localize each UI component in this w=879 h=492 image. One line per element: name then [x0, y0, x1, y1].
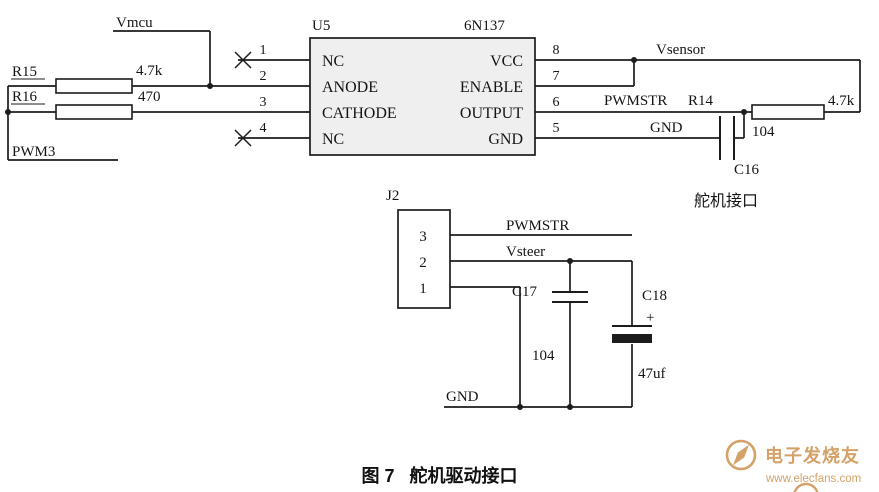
resistor-r15-body [55, 78, 133, 94]
u5-pin6-name: OUTPUT [460, 105, 523, 122]
u5-part-number: 6N137 [464, 18, 505, 34]
capacitor-c18-symbol [612, 325, 652, 343]
net-label-vsensor: Vsensor [656, 42, 705, 58]
u5-refdes: U5 [312, 18, 330, 34]
watermark: 电子发烧友 www.elecfans.com [722, 436, 862, 492]
no-connect-x-pin1 [234, 51, 252, 69]
u5-pin4-number: 4 [260, 121, 267, 136]
u5-pin6-number: 6 [553, 95, 560, 110]
r16-refdes: R16 [12, 89, 38, 105]
capacitor-c16-symbol [719, 116, 735, 160]
u5-pin8-name: VCC [490, 53, 523, 70]
u5-pin5-name: GND [488, 131, 523, 148]
compass-logo-icon [725, 439, 757, 471]
c18-refdes: C18 [642, 288, 667, 304]
net-label-vmcu: Vmcu [116, 15, 153, 31]
net-label-pwm3: PWM3 [12, 144, 55, 160]
resistor-r16-body [55, 104, 133, 120]
connector-j2-body [397, 209, 451, 309]
compass-logo-partial-icon [793, 482, 819, 492]
net-label-pwmstr-j2: PWMSTR [506, 218, 569, 234]
c16-refdes: C16 [734, 162, 760, 178]
u5-pin3-number: 3 [260, 95, 267, 110]
junction-dots [5, 57, 747, 410]
c18-polarity-plus: + [646, 310, 654, 326]
net-label-pwmstr-top: PWMSTR [604, 93, 667, 109]
u5-pin5-number: 5 [553, 121, 560, 136]
figure-number: 图 7 [361, 466, 395, 486]
r14-refdes: R14 [688, 93, 714, 109]
u5-pin2-number: 2 [260, 69, 267, 84]
servo-interface-label: 舵机接口 [694, 192, 758, 210]
r16-value: 470 [138, 89, 161, 105]
u5-pin1-name: NC [322, 53, 344, 70]
no-connect-x-pin4 [234, 129, 252, 147]
resistor-r14-body [751, 104, 825, 120]
c17-refdes: C17 [512, 284, 538, 300]
c16-value: 104 [752, 124, 775, 140]
u5-pin7-name: ENABLE [460, 79, 523, 96]
r14-value: 4.7k [828, 93, 855, 109]
capacitor-c17-symbol [552, 291, 588, 303]
figure-title: 舵机驱动接口 [409, 466, 518, 486]
r15-value: 4.7k [136, 63, 163, 79]
net-label-gnd-top: GND [650, 120, 683, 136]
j2-pin3-number: 3 [419, 229, 427, 245]
u5-pin3-name: CATHODE [322, 105, 397, 122]
watermark-brand: 电子发烧友 [765, 446, 860, 466]
u5-pin4-name: NC [322, 131, 344, 148]
net-label-vsteer: Vsteer [506, 244, 545, 260]
figure-caption: 图 7 舵机驱动接口 [0, 462, 879, 488]
net-label-gnd-bottom: GND [446, 389, 479, 405]
wires [7, 30, 861, 408]
u5-pin1-number: 1 [260, 43, 267, 58]
j2-pin2-number: 2 [419, 255, 427, 271]
j2-refdes: J2 [386, 188, 399, 204]
watermark-site: www.elecfans.com [766, 473, 862, 485]
optocoupler-u5-body [309, 37, 536, 156]
c18-value: 47uf [638, 366, 666, 382]
u5-pin2-name: ANODE [322, 79, 378, 96]
r15-refdes: R15 [12, 64, 37, 80]
j2-pin1-number: 1 [419, 281, 427, 297]
u5-pin8-number: 8 [553, 43, 560, 58]
c17-value: 104 [532, 348, 555, 364]
u5-pin7-number: 7 [553, 69, 560, 84]
